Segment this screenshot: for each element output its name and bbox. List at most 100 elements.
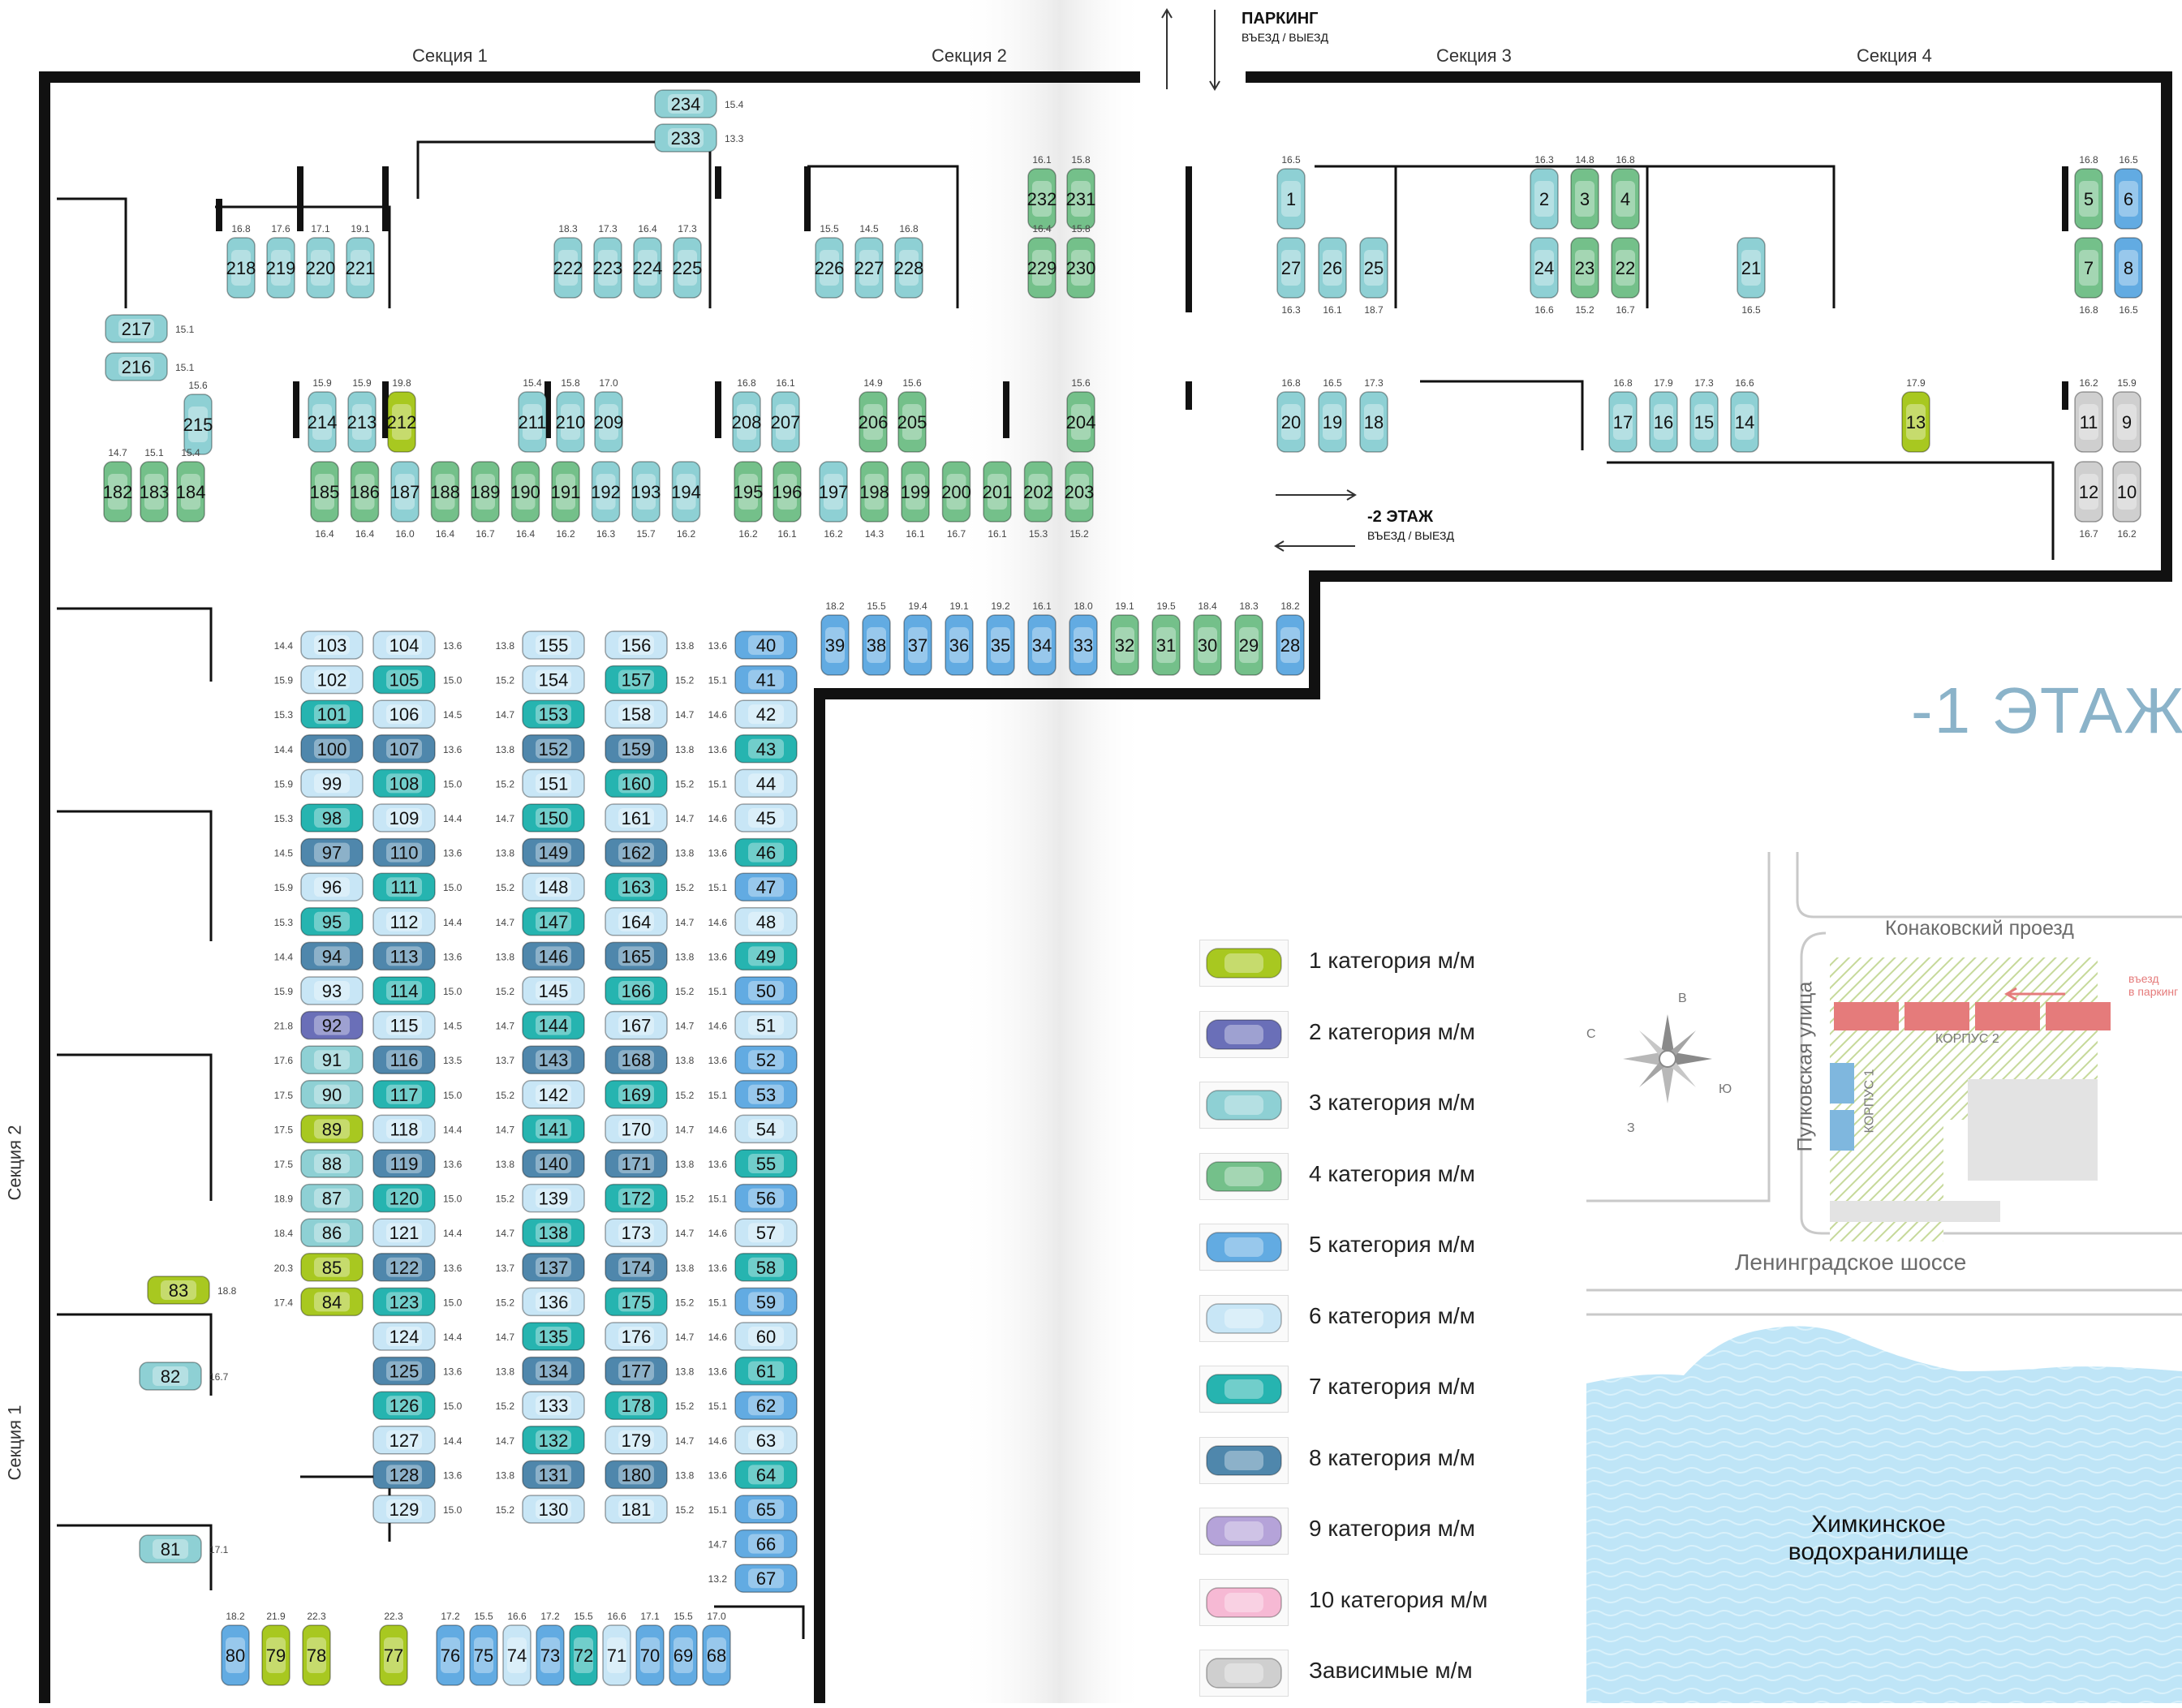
- parking-spot[interactable]: 716.8: [2074, 237, 2103, 316]
- parking-spot[interactable]: 816.5: [2114, 237, 2143, 316]
- parking-spot[interactable]: 915.9: [2112, 377, 2141, 453]
- parking-spot[interactable]: 616.5: [2114, 154, 2143, 230]
